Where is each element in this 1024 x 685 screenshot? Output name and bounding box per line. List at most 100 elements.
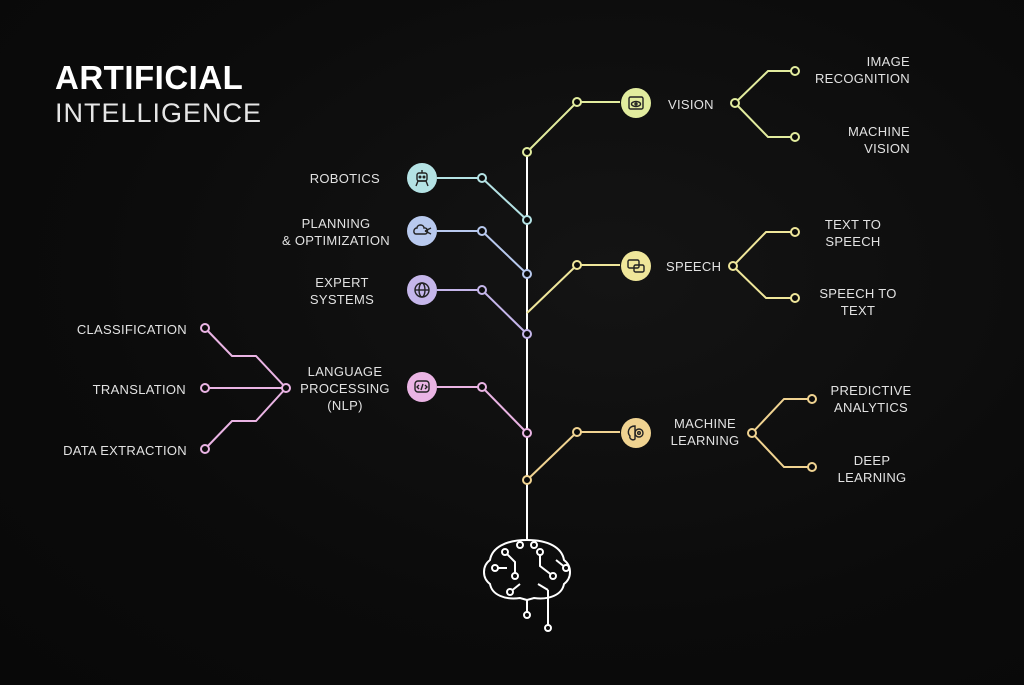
robot-body xyxy=(415,180,429,187)
brain-circuit-path-3 xyxy=(526,590,549,628)
robotics-trunk-node xyxy=(522,215,532,225)
leaf-label-machine-vision: MACHINE VISION xyxy=(847,124,910,156)
predictive-analytics-node xyxy=(807,394,817,404)
speech-fork-node xyxy=(728,261,738,271)
data-extraction-node xyxy=(200,444,210,454)
planning-branch xyxy=(437,230,528,275)
brain-circuit-node-5 xyxy=(536,548,544,556)
robot-icon-glyph xyxy=(415,170,429,187)
brain-circuit-node-7 xyxy=(549,572,557,580)
vision-fork-node xyxy=(730,98,740,108)
robot-eye-left xyxy=(418,175,422,179)
nlp-fork-node xyxy=(281,383,291,393)
ml-to-predictive-analytics xyxy=(751,398,812,434)
brain-circuit-node-3 xyxy=(511,572,519,580)
leaf-label-translation: TRANSLATION xyxy=(92,382,186,397)
leaf-label-classification: CLASSIFICATION xyxy=(76,322,187,337)
vision-to-image-recognition xyxy=(734,70,795,104)
leaf-label-predictive-analytics: PREDICTIVE ANALYTICS xyxy=(830,383,912,415)
speech-elbow-node xyxy=(572,260,582,270)
nlp-elbow-node xyxy=(477,382,487,392)
vision-branch xyxy=(526,101,620,153)
deep-learning-node xyxy=(807,462,817,472)
leaf-label-deep-learning: DEEP LEARNING xyxy=(837,453,907,485)
image-recognition-node xyxy=(790,66,800,76)
ml-branch xyxy=(526,431,620,481)
vision-to-machine-vision xyxy=(734,102,795,138)
expert-branch xyxy=(437,289,528,335)
gear-hub xyxy=(637,431,641,435)
brain-half xyxy=(627,425,636,441)
code-bubble-icon xyxy=(407,372,437,402)
planning-elbow-node xyxy=(477,226,487,236)
nlp-to-classification xyxy=(204,327,287,389)
bubble-right xyxy=(633,264,645,273)
ml-fork-node xyxy=(747,428,757,438)
leaf-label-speech-to-text: SPEECH TO TEXT xyxy=(819,286,897,318)
brain-circuit-path-1 xyxy=(483,539,528,601)
brain-circuit-path-4 xyxy=(504,551,516,576)
net-line-2 xyxy=(424,230,432,235)
eye-window-frame xyxy=(628,96,644,110)
globe-icon xyxy=(407,275,437,305)
nlp-trunk-node xyxy=(522,428,532,438)
translation-node xyxy=(200,383,210,393)
speech-bubbles-icon-glyph xyxy=(627,259,645,273)
machine-vision-node xyxy=(790,132,800,142)
node-label-vision: VISION xyxy=(668,97,714,112)
brain-circuit-node-10 xyxy=(516,541,524,549)
robot-eye-right xyxy=(422,175,426,179)
cloud-network-icon xyxy=(407,216,437,246)
expert-trunk-node xyxy=(522,329,532,339)
brain-circuit-node-11 xyxy=(530,541,538,549)
brain-circuit-node-1 xyxy=(501,548,509,556)
code-bubble xyxy=(414,380,430,393)
node-label-planning: PLANNING & OPTIMIZATION xyxy=(282,216,390,248)
leaf-label-text-to-speech: TEXT TO SPEECH xyxy=(824,217,882,249)
speech-to-text-to-speech xyxy=(732,231,795,267)
brain-gear-icon-glyph xyxy=(627,425,644,441)
eye-shape xyxy=(630,100,642,108)
robot-icon-bg xyxy=(407,163,437,193)
eye-window-icon-glyph xyxy=(628,96,644,110)
text-to-speech-node xyxy=(790,227,800,237)
ml-trunk-node xyxy=(522,475,532,485)
speech-branch xyxy=(526,264,620,314)
cloud-network-icon-glyph xyxy=(413,224,432,235)
leaf-label-image-recognition: IMAGE RECOGNITION xyxy=(814,54,910,86)
brain-circuit-path-2 xyxy=(526,539,571,601)
eye-pupil xyxy=(634,102,638,106)
nlp-branch xyxy=(437,386,528,434)
brain-gear-icon xyxy=(621,418,651,448)
speech-to-speech-to-text xyxy=(732,265,795,299)
code-brackets xyxy=(416,383,428,391)
ml-elbow-node xyxy=(572,427,582,437)
speech-bubbles-icon xyxy=(621,251,651,281)
brain-circuit-path-7 xyxy=(539,552,554,577)
circuit-brain-icon xyxy=(483,539,571,632)
brain-circuit-node-6 xyxy=(562,564,570,572)
planning-trunk-node xyxy=(522,269,532,279)
classification-node xyxy=(200,323,210,333)
eye-window-icon xyxy=(621,88,651,118)
cloud-network-icon-bg xyxy=(407,216,437,246)
net-line-1 xyxy=(424,227,432,232)
gear-ring xyxy=(634,428,644,438)
brain-circuit-node-2 xyxy=(491,564,499,572)
diagram-title: ARTIFICIAL INTELLIGENCE xyxy=(55,60,262,130)
node-label-speech: SPEECH xyxy=(666,259,722,274)
speech-bubbles-icon-bg xyxy=(621,251,651,281)
robotics-branch xyxy=(437,177,528,221)
code-bubble-icon-glyph xyxy=(414,380,430,393)
leaf-label-data-extraction: DATA EXTRACTION xyxy=(63,443,187,458)
node-label-nlp: LANGUAGE PROCESSING (NLP) xyxy=(300,364,390,413)
vision-trunk-node xyxy=(522,147,532,157)
expert-elbow-node xyxy=(477,285,487,295)
robot-icon xyxy=(407,163,437,193)
brain-circuit-node-4 xyxy=(506,588,514,596)
speech-to-text-node xyxy=(790,293,800,303)
brain-circuit-node-8 xyxy=(544,624,552,632)
brain-gear-icon-bg xyxy=(621,418,651,448)
nlp-to-data-extraction xyxy=(204,387,287,450)
